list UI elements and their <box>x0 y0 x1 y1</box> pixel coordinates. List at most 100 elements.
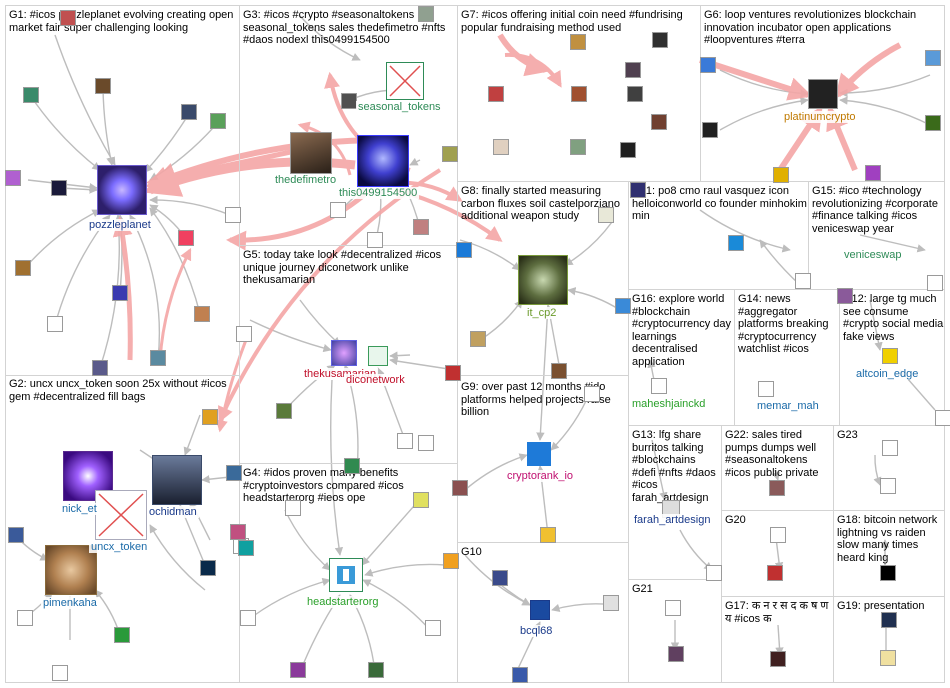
node-thumbnail[interactable] <box>770 527 786 543</box>
node-image-diconetwork[interactable] <box>368 346 388 366</box>
node-thumbnail[interactable] <box>52 665 68 681</box>
node-thumbnail[interactable] <box>200 560 216 576</box>
node-image-headstarterorg[interactable] <box>329 558 363 592</box>
node-thumbnail[interactable] <box>625 62 641 78</box>
node-thumbnail[interactable] <box>285 500 301 516</box>
node-thumbnail[interactable] <box>445 365 461 381</box>
node-thumbnail[interactable] <box>651 114 667 130</box>
node-thumbnail[interactable] <box>880 650 896 666</box>
node-thumbnail[interactable] <box>112 285 128 301</box>
node-thumbnail[interactable] <box>47 316 63 332</box>
node-thumbnail[interactable] <box>425 620 441 636</box>
node-image-seasonal-tokens[interactable] <box>386 62 424 100</box>
node-thumbnail[interactable] <box>882 440 898 456</box>
node-thumbnail[interactable] <box>452 480 468 496</box>
node-thumbnail[interactable] <box>758 381 774 397</box>
node-thumbnail[interactable] <box>770 651 786 667</box>
node-thumbnail[interactable] <box>8 527 24 543</box>
node-thumbnail[interactable] <box>615 298 631 314</box>
node-thumbnail[interactable] <box>880 565 896 581</box>
node-thumbnail[interactable] <box>92 360 108 376</box>
node-thumbnail[interactable] <box>226 465 242 481</box>
node-label-seasonal-tokens[interactable]: seasonal_tokens <box>356 101 443 113</box>
node-thumbnail[interactable] <box>865 165 881 181</box>
node-label-cryptorank-io[interactable]: cryptorank_io <box>505 470 576 482</box>
node-thumbnail[interactable] <box>418 435 434 451</box>
node-thumbnail[interactable] <box>51 180 67 196</box>
node-label-it-cp2[interactable]: it_cp2 <box>525 307 559 319</box>
node-thumbnail[interactable] <box>935 410 950 426</box>
node-thumbnail[interactable] <box>413 492 429 508</box>
node-thumbnail[interactable] <box>512 667 528 683</box>
node-thumbnail[interactable] <box>927 275 943 291</box>
node-thumbnail[interactable] <box>442 146 458 162</box>
node-image-uncx-token[interactable] <box>95 490 147 540</box>
node-thumbnail[interactable] <box>368 662 384 678</box>
node-thumbnail[interactable] <box>651 378 667 394</box>
node-label-platinumcrypto[interactable]: platinumcrypto <box>782 111 858 123</box>
node-label-headstarterorg[interactable]: headstarterorg <box>305 596 381 608</box>
node-thumbnail[interactable] <box>290 662 306 678</box>
node-thumbnail[interactable] <box>150 350 166 366</box>
node-image-pozzleplanet[interactable] <box>97 165 147 215</box>
node-thumbnail[interactable] <box>882 348 898 364</box>
node-thumbnail[interactable] <box>620 142 636 158</box>
node-thumbnail[interactable] <box>570 139 586 155</box>
node-thumbnail[interactable] <box>418 6 434 22</box>
node-thumbnail[interactable] <box>230 524 246 540</box>
node-thumbnail[interactable] <box>925 115 941 131</box>
node-image-this0499154500[interactable] <box>357 135 409 187</box>
node-thumbnail[interactable] <box>728 235 744 251</box>
node-thumbnail[interactable] <box>492 570 508 586</box>
node-thumbnail[interactable] <box>773 167 789 183</box>
node-thumbnail[interactable] <box>276 403 292 419</box>
node-label-pimenkaha[interactable]: pimenkaha <box>41 597 99 609</box>
node-thumbnail[interactable] <box>236 326 252 342</box>
node-thumbnail[interactable] <box>551 363 567 379</box>
node-thumbnail[interactable] <box>668 646 684 662</box>
node-thumbnail[interactable] <box>767 565 783 581</box>
node-thumbnail[interactable] <box>470 331 486 347</box>
node-thumbnail[interactable] <box>15 260 31 276</box>
node-label-ochidman[interactable]: ochidman <box>147 506 199 518</box>
node-image-it-cp2[interactable] <box>518 255 568 305</box>
node-label-this0499154500[interactable]: this0499154500 <box>337 187 420 199</box>
node-thumbnail[interactable] <box>202 409 218 425</box>
node-thumbnail[interactable] <box>397 433 413 449</box>
node-thumbnail[interactable] <box>540 527 556 543</box>
node-thumbnail[interactable] <box>367 232 383 248</box>
node-thumbnail[interactable] <box>706 565 722 581</box>
node-thumbnail[interactable] <box>665 600 681 616</box>
node-thumbnail[interactable] <box>652 32 668 48</box>
node-thumbnail[interactable] <box>925 50 941 66</box>
node-thumbnail[interactable] <box>341 93 357 109</box>
node-image-platinumcrypto[interactable] <box>808 79 838 109</box>
node-thumbnail[interactable] <box>181 104 197 120</box>
node-thumbnail[interactable] <box>603 595 619 611</box>
node-thumbnail[interactable] <box>456 242 472 258</box>
node-label-uncx-token[interactable]: uncx_token <box>89 541 150 553</box>
node-thumbnail[interactable] <box>60 10 76 26</box>
node-thumbnail[interactable] <box>769 480 785 496</box>
node-thumbnail[interactable] <box>114 627 130 643</box>
node-image-pimenkaha[interactable] <box>45 545 97 595</box>
node-thumbnail[interactable] <box>700 57 716 73</box>
node-thumbnail[interactable] <box>881 612 897 628</box>
node-image-cryptorank-io[interactable] <box>527 442 551 466</box>
node-label-veniceswap[interactable]: veniceswap <box>842 249 904 261</box>
node-thumbnail[interactable] <box>5 170 21 186</box>
node-thumbnail[interactable] <box>413 219 429 235</box>
node-thumbnail[interactable] <box>630 182 646 198</box>
node-thumbnail[interactable] <box>488 86 504 102</box>
node-thumbnail[interactable] <box>493 139 509 155</box>
node-image-thekusamarian[interactable] <box>331 340 357 366</box>
node-label-farah-artdesign[interactable]: farah_artdesign <box>632 514 713 526</box>
node-thumbnail[interactable] <box>443 553 459 569</box>
node-image-thedefimetro[interactable] <box>290 132 332 174</box>
node-thumbnail[interactable] <box>880 478 896 494</box>
node-thumbnail[interactable] <box>225 207 241 223</box>
node-thumbnail[interactable] <box>570 34 586 50</box>
node-label-pozzleplanet[interactable]: pozzleplanet <box>87 219 153 231</box>
node-label-thedefimetro[interactable]: thedefimetro <box>273 174 339 186</box>
node-thumbnail[interactable] <box>330 202 346 218</box>
